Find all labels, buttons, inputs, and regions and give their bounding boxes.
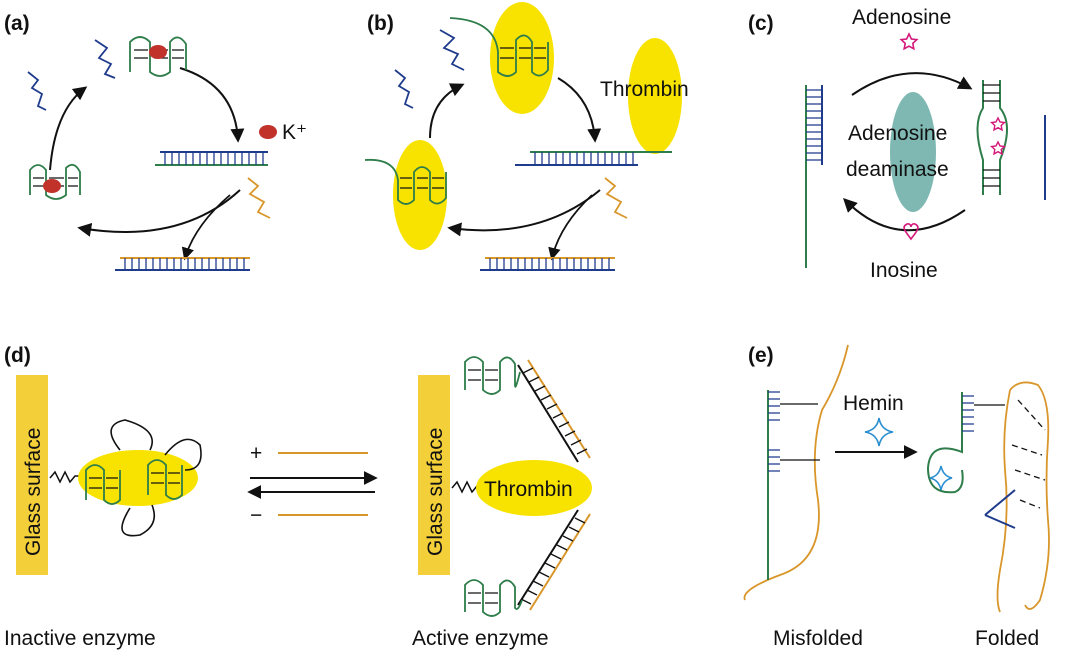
panel-a-duplex-bottom <box>115 257 250 271</box>
panel-a-strand-blue-2 <box>94 39 116 79</box>
panel-b-arrow-release <box>548 194 593 261</box>
panel-b-duplex-mid <box>515 151 672 166</box>
panel-c-enzyme-label-1: Adenosine <box>848 122 947 145</box>
panel-d-caption-inactive: Inactive enzyme <box>4 627 156 650</box>
panel-e-misfolded-ladder <box>768 391 820 472</box>
panel-a-arrow-bottom <box>77 189 241 237</box>
panel-d-inactive-quadruplexes <box>85 459 183 505</box>
panel-d-plus-sign: + <box>250 442 262 465</box>
panel-d-thrombin-label: Thrombin <box>484 478 573 501</box>
panel-e-folded-ladder <box>961 392 1005 440</box>
panel-d-thrombin-inactive <box>78 450 198 506</box>
panel-d-glass-right-label: Glass surface <box>424 428 447 556</box>
panel-d-minus-sign: − <box>250 504 262 527</box>
panel-d-caption-active: Active enzyme <box>412 627 549 650</box>
panel-d-letter: (d) <box>4 344 31 367</box>
panel-d-linker-left <box>49 470 81 484</box>
panel-e-misfolded-chain <box>743 344 849 601</box>
panel-b-arrow-left <box>429 83 465 139</box>
panel-a-k-ion-left <box>43 179 61 193</box>
panel-d-glass-left <box>16 375 48 575</box>
panel-d-inactive-enzyme-strand <box>110 419 202 537</box>
panel-d-active-quadruplex-top <box>464 356 521 395</box>
panel-a-strand-blue-1 <box>27 71 47 111</box>
panel-a: (a) K⁺ <box>4 12 307 271</box>
panel-d-active-quadruplex-bottom <box>464 579 523 617</box>
panel-a-strand-orange <box>247 177 271 219</box>
panel-d: (d) Glass surface + − Glass surface Thro… <box>4 344 592 650</box>
panel-d-duplex-arm-bottom <box>517 509 591 611</box>
adenosine-star-icon <box>899 32 919 51</box>
panel-d-glass-left-label: Glass surface <box>22 428 45 556</box>
adenosine-bound-star-icon <box>990 116 1006 132</box>
panel-b-aptamer-top <box>449 17 549 77</box>
panel-e-folded-strand <box>984 489 1016 529</box>
panel-e-hemin-label: Hemin <box>843 392 904 415</box>
panel-e: (e) Hemin Misfolded Folded <box>743 344 1050 650</box>
panel-a-duplex-mid <box>155 151 268 166</box>
panel-e-folded-contacts <box>1011 399 1046 509</box>
adenosine-bound-star-icon <box>990 140 1006 156</box>
panel-a-letter: (a) <box>4 12 30 35</box>
panel-b-aptamer-left <box>364 158 447 205</box>
panel-e-letter: (e) <box>748 344 774 367</box>
panel-c-aptamer-right <box>976 80 1008 195</box>
panel-e-caption-misfolded: Misfolded <box>773 627 863 650</box>
panel-e-folded-g4-loop <box>926 440 964 494</box>
hemin-star-icon <box>864 417 894 447</box>
panel-b-thrombin-label: Thrombin <box>600 78 689 101</box>
panel-c-deaminase-shape <box>890 92 936 212</box>
panel-a-arrow-left <box>49 86 88 171</box>
panel-d-duplex-arm-top <box>517 359 591 463</box>
panel-a-k-ion-free <box>259 125 277 139</box>
panel-c-adenosine-top: Adenosine <box>852 6 951 29</box>
panel-b-strand-blue-2 <box>394 69 414 109</box>
panel-d-glass-right <box>418 375 450 575</box>
panel-c-duplex-left <box>805 85 823 268</box>
inosine-heart-icon <box>903 223 919 241</box>
panel-b-thrombin-left <box>393 140 447 250</box>
panel-c-arrow-top <box>851 72 973 96</box>
panel-d-thrombin-active <box>476 460 592 516</box>
panel-c-arrow-bottom <box>843 198 966 232</box>
panel-b-strand-orange <box>604 177 628 219</box>
panel-e-folded-chain <box>996 381 1050 613</box>
panel-a-k-ion-top <box>149 45 167 59</box>
panel-b-letter: (b) <box>367 12 394 35</box>
panel-c: (c) Adenosine Adenosine deaminase Inosin… <box>748 6 1046 282</box>
panel-b-arrow-right <box>557 77 602 143</box>
panel-b: (b) Thrombin <box>364 2 689 271</box>
hemin-bound-star-icon <box>929 465 953 491</box>
panel-c-letter: (c) <box>748 12 774 35</box>
panel-a-arrow-right <box>179 67 245 143</box>
panel-c-enzyme-label-2: deaminase <box>846 158 949 181</box>
panel-b-strand-blue-1 <box>439 29 465 71</box>
panel-e-caption-folded: Folded <box>975 627 1039 650</box>
panel-a-arrow-release <box>181 194 231 261</box>
panel-a-k-label: K⁺ <box>282 121 307 144</box>
panel-c-inosine-bottom: Inosine <box>870 259 938 282</box>
panel-b-thrombin-free <box>628 38 682 154</box>
panel-b-duplex-bottom <box>480 257 615 271</box>
